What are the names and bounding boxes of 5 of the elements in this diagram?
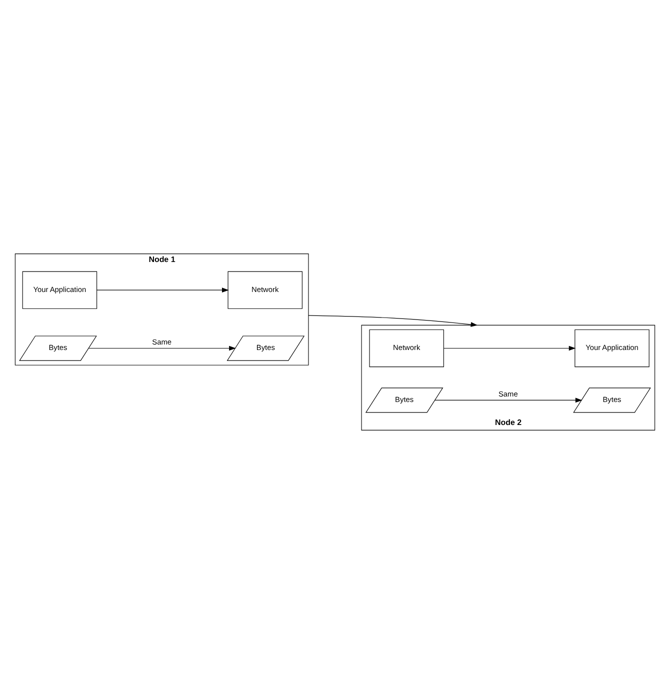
arrow xyxy=(308,314,478,326)
arrow xyxy=(443,345,576,350)
arrow xyxy=(434,397,582,402)
arrow xyxy=(96,287,229,292)
arrow xyxy=(88,345,236,350)
